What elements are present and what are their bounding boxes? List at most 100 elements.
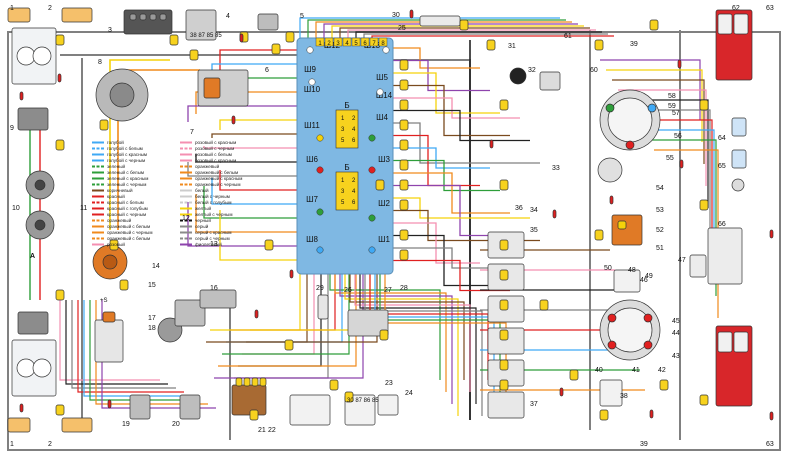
legend-text: красный с черным: [107, 211, 146, 217]
relay-insert-lower: [335, 171, 359, 211]
connector-fuse: [499, 239, 509, 251]
plus-s-label: +S: [100, 298, 108, 304]
block-connector-label-Ш9: Ш9: [304, 65, 316, 74]
callout-22: 22: [268, 427, 276, 434]
relay-insert-pin: 3: [341, 127, 345, 133]
indicator-blue: [647, 103, 657, 113]
diag-pin: [259, 377, 267, 387]
callout-57: 57: [672, 110, 680, 117]
connector-fuse: [379, 329, 389, 341]
block-label-b-lower: Б: [344, 163, 349, 172]
hazard-switch-24: [377, 394, 399, 416]
callout-56: 56: [674, 133, 682, 140]
ground-marker: [769, 229, 774, 239]
callout-20: 20: [172, 421, 180, 428]
callout-46: 46: [640, 277, 648, 284]
connector-fuse: [499, 269, 509, 281]
connector-fuse: [119, 279, 129, 291]
connector-fuse: [399, 229, 409, 241]
connector-fuse: [399, 179, 409, 191]
wire-bottom-right: [354, 274, 471, 392]
legend-text: оранжевый с красным: [195, 175, 242, 181]
callout-26: 26: [344, 287, 352, 294]
wire-top-bundle: [299, 17, 560, 38]
block-dot: [306, 46, 314, 54]
side-lamp-top: [61, 7, 93, 23]
headlight-lamp-1: [16, 46, 36, 66]
wire-right-bundle: [393, 172, 510, 214]
heater-fan: [509, 67, 527, 85]
diag-pin: [243, 377, 251, 387]
connector-fuse: [399, 99, 409, 111]
ground-marker: [254, 309, 259, 319]
legend-text: оранжевый с белым: [107, 235, 150, 241]
callout-55: 55: [666, 155, 674, 162]
wire-left-bundle: [219, 170, 297, 191]
legend-text: оранжевый: [107, 217, 132, 223]
wire-bottom-bundle: [222, 274, 350, 355]
block-pin-box: [360, 37, 370, 47]
connector-fuse: [99, 119, 109, 131]
connector-fuse: [499, 299, 509, 311]
ground-marker: [489, 139, 494, 149]
ground-marker: [769, 411, 774, 421]
callout-10: 10: [12, 205, 20, 212]
horn-1-center: [34, 179, 46, 191]
callout-62: 62: [732, 5, 740, 12]
block-dot: [382, 46, 390, 54]
indicator-red: [625, 140, 635, 150]
headlight-lamp-4: [32, 358, 52, 378]
connector-fuse: [55, 34, 65, 46]
diagnostic-connector: [231, 384, 267, 416]
legend-text: голубой с красным: [107, 151, 147, 157]
callout-48: 48: [628, 267, 636, 274]
mounting-block: Ш12Ш13Ш9Ш5Ш10Ш14Ш11Ш4Ш6Ш3Ш7Ш2Ш8Ш1 Б Б 12…: [296, 37, 394, 275]
legend-text: фиолетовый: [195, 241, 222, 247]
wire-left-lower: [89, 300, 200, 401]
wire-bottom-right: [349, 274, 465, 380]
ignition-coil-top: [102, 311, 116, 323]
side-lamp-right-1: [731, 117, 747, 137]
connector-fuse: [649, 19, 659, 31]
callout-19: 19: [122, 421, 130, 428]
diag-pin: [251, 377, 259, 387]
block-connector-label-Ш6: Ш6: [306, 155, 318, 164]
distributor-center: [102, 254, 118, 270]
callout-28: 28: [400, 285, 408, 292]
wire-right-bundle: [393, 59, 490, 92]
connector-fuse: [344, 391, 354, 403]
callout-34: 34: [530, 207, 538, 214]
relay-insert-pin: 1: [341, 178, 345, 184]
callout-40: 40: [595, 367, 603, 374]
block-dot: [316, 208, 324, 216]
wire-left-lower: [83, 300, 192, 397]
block-pin-number: 6: [363, 41, 367, 47]
block-pin-box: [378, 37, 388, 47]
console-switch: [487, 391, 525, 419]
block-connector-label-Ш8: Ш8: [306, 235, 318, 244]
block-dot: [308, 78, 316, 86]
indicator-red-4: [607, 340, 617, 350]
wire-bottom-right: [364, 274, 483, 416]
legend-text: оранжевый с черным: [195, 181, 241, 187]
legend-text: зеленый с белым: [107, 169, 144, 175]
connector-fuse: [499, 379, 509, 391]
callout-16: 16: [210, 285, 218, 292]
relay-insert-pin: 2: [352, 116, 356, 122]
tail-lamp-top-window-2: [733, 13, 749, 35]
a-label: А: [30, 253, 35, 260]
ground-marker: [19, 403, 24, 413]
callout-50: 50: [604, 265, 612, 272]
wire-right-bundle: [393, 147, 490, 169]
wire-left-bundle: [187, 202, 297, 247]
turn-lamp-bottom: [7, 417, 31, 433]
wire-left-bundle: [211, 178, 297, 205]
wire-top-bundle: [347, 29, 596, 38]
wire-bottom-bundle: [206, 274, 378, 343]
washer-pump: [199, 289, 237, 309]
callout-49: 49: [645, 273, 653, 280]
callout-47: 47: [678, 257, 686, 264]
wire-left-bundle: [187, 162, 297, 177]
legend-text: желтый: [195, 205, 212, 211]
